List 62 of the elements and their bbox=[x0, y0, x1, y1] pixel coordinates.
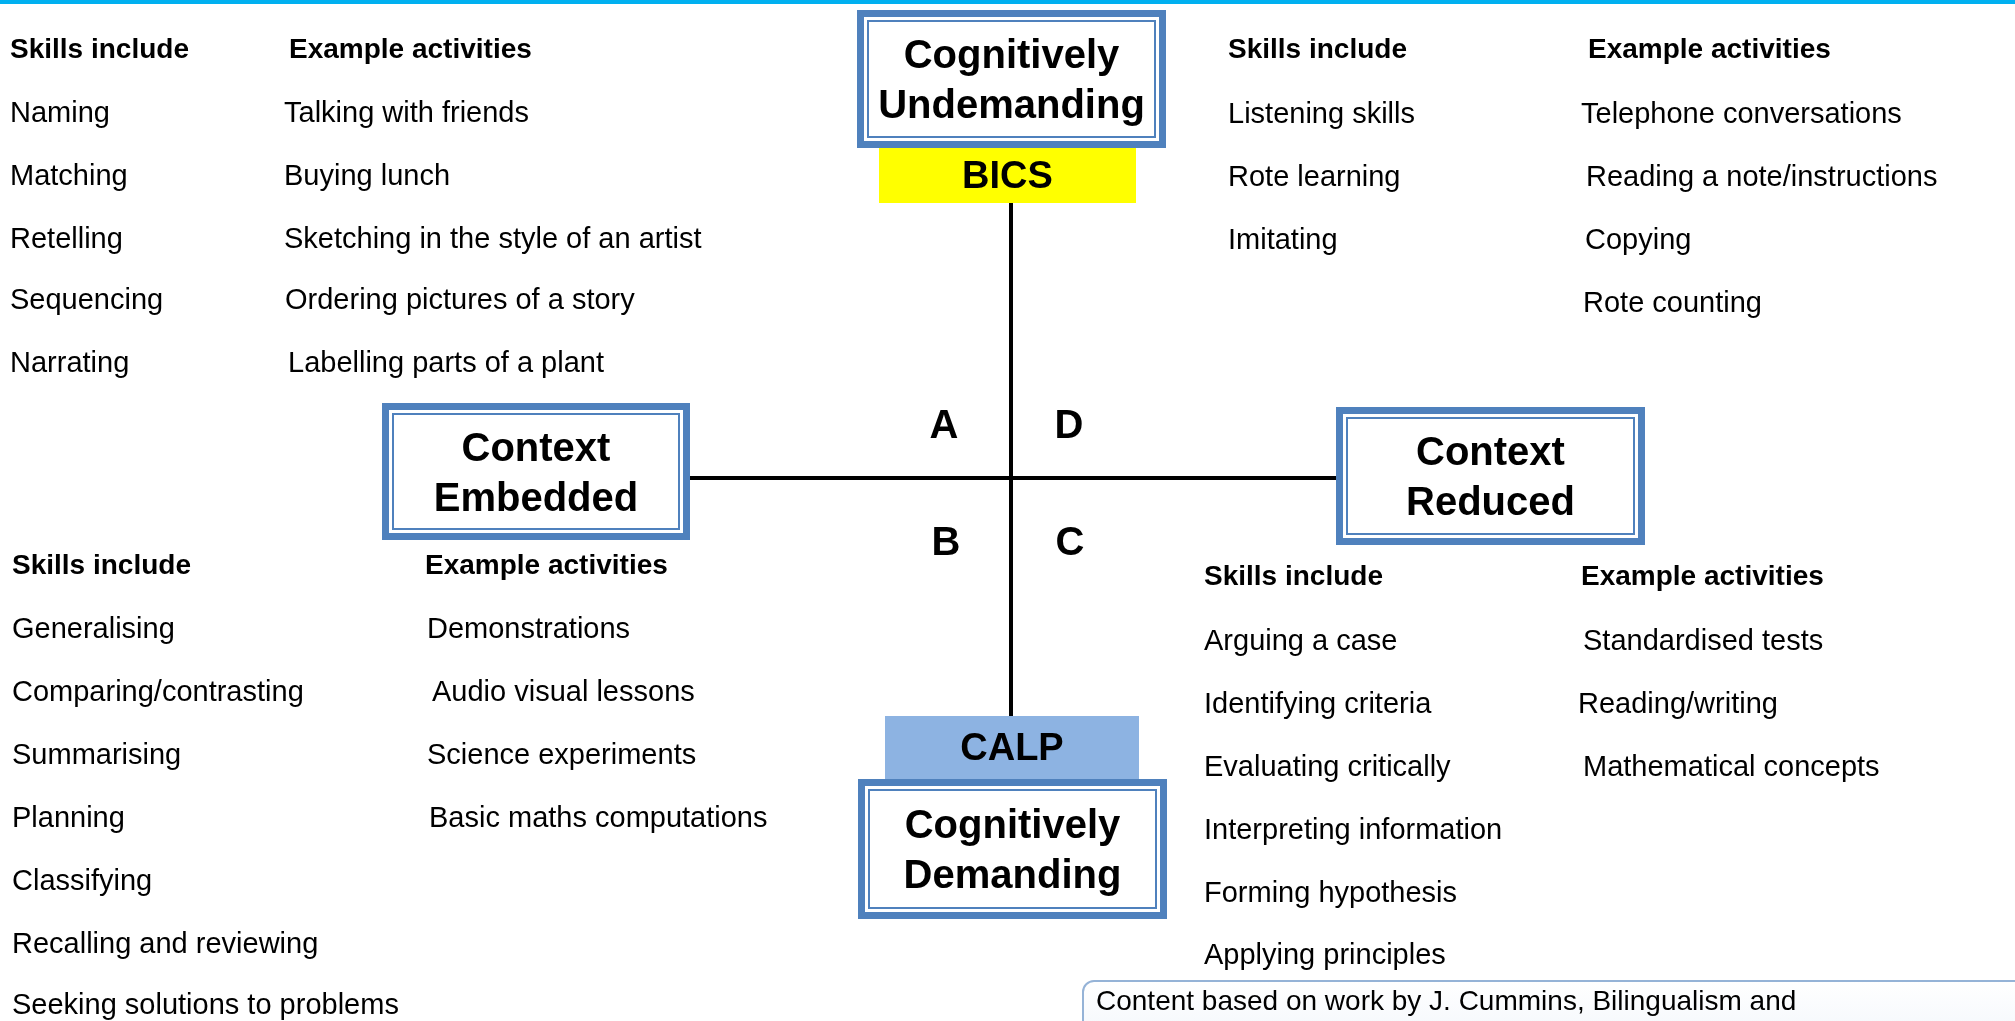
list-item: Matching bbox=[10, 158, 128, 192]
column-heading: Example activities bbox=[425, 548, 668, 582]
list-item: Generalising bbox=[12, 611, 175, 645]
column-heading: Skills include bbox=[1228, 32, 1407, 66]
list-item: Basic maths computations bbox=[429, 800, 768, 834]
list-item: Identifying criteria bbox=[1204, 686, 1432, 720]
title-box bbox=[857, 10, 1166, 148]
title-box bbox=[1336, 407, 1645, 545]
quadrant-letter: D bbox=[1054, 402, 1084, 446]
column-heading: Skills include bbox=[10, 32, 189, 66]
list-item: Comparing/contrasting bbox=[12, 674, 304, 708]
quadrant-letter: A bbox=[929, 402, 959, 446]
list-item: Talking with friends bbox=[284, 95, 529, 129]
list-item: Naming bbox=[10, 95, 110, 129]
list-item: Buying lunch bbox=[284, 158, 451, 192]
list-item: Rote counting bbox=[1583, 285, 1762, 319]
list-item: Arguing a case bbox=[1204, 623, 1398, 657]
list-item: Reading/writing bbox=[1578, 686, 1778, 720]
list-item: Sketching in the style of an artist bbox=[284, 221, 702, 255]
list-item: Mathematical concepts bbox=[1583, 749, 1880, 783]
note-box: Content based on work by J. Cummins, Bilingualism and bbox=[1082, 980, 2015, 1021]
box-title: Context Reduced bbox=[1405, 428, 1576, 525]
box-title: Cognitively Undemanding bbox=[877, 31, 1146, 128]
title-box bbox=[858, 779, 1167, 919]
list-item: Ordering pictures of a story bbox=[285, 282, 635, 316]
quadrant-letter: B bbox=[931, 519, 961, 563]
label-band: CALP bbox=[885, 716, 1139, 779]
column-heading: Skills include bbox=[1204, 559, 1383, 593]
list-item: Interpreting information bbox=[1204, 812, 1503, 846]
list-item: Imitating bbox=[1228, 222, 1338, 256]
list-item: Planning bbox=[12, 800, 125, 834]
axis-line bbox=[690, 476, 1336, 480]
column-heading: Example activities bbox=[289, 32, 532, 66]
list-item: Sequencing bbox=[10, 282, 164, 316]
list-item: Forming hypothesis bbox=[1204, 875, 1458, 909]
list-item: Copying bbox=[1585, 222, 1692, 256]
label-band: BICS bbox=[879, 148, 1136, 203]
list-item: Evaluating critically bbox=[1204, 749, 1451, 783]
axis-line bbox=[1009, 203, 1013, 716]
box-title: Context Embedded bbox=[432, 423, 640, 521]
column-heading: Example activities bbox=[1588, 32, 1831, 66]
list-item: Summarising bbox=[12, 737, 182, 771]
list-item: Reading a note/instructions bbox=[1586, 159, 1938, 193]
list-item: Seeking solutions to problems bbox=[12, 987, 399, 1021]
list-item: Demonstrations bbox=[427, 611, 631, 645]
list-item: Listening skills bbox=[1228, 96, 1415, 130]
column-heading: Skills include bbox=[12, 548, 191, 582]
list-item: Audio visual lessons bbox=[432, 674, 695, 708]
list-item: Classifying bbox=[12, 863, 153, 897]
list-item: Telephone conversations bbox=[1581, 96, 1902, 130]
column-heading: Example activities bbox=[1581, 559, 1824, 593]
list-item: Rote learning bbox=[1228, 159, 1401, 193]
list-item: Science experiments bbox=[427, 737, 697, 771]
list-item: Retelling bbox=[10, 221, 123, 255]
box-title: Cognitively Demanding bbox=[902, 801, 1123, 898]
list-item: Narrating bbox=[10, 345, 130, 379]
list-item: Recalling and reviewing bbox=[12, 926, 319, 960]
title-box bbox=[382, 403, 690, 540]
list-item: Applying principles bbox=[1204, 937, 1446, 971]
list-item: Standardised tests bbox=[1583, 623, 1824, 657]
list-item: Labelling parts of a plant bbox=[288, 345, 604, 379]
quadrant-letter: C bbox=[1055, 519, 1085, 563]
